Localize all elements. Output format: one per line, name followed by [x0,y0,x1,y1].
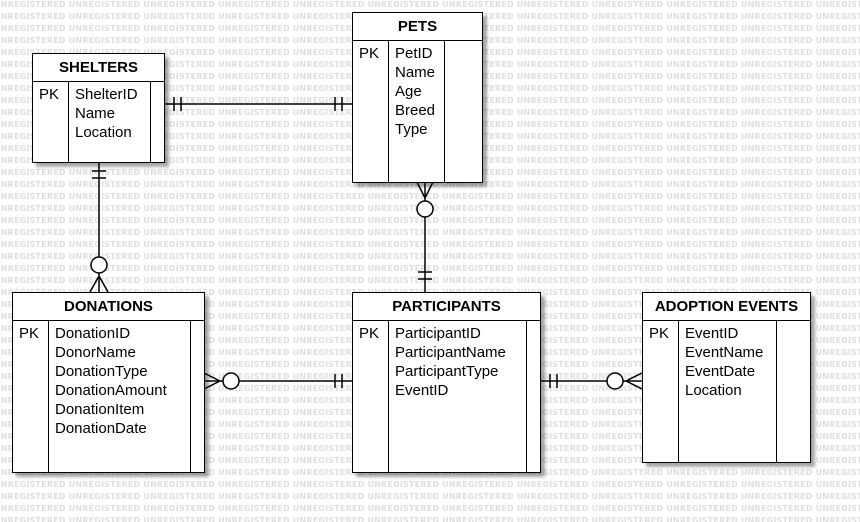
entity-divider [776,321,810,462]
entity-title: PETS [353,13,482,41]
pk-label: PK [13,321,49,472]
attribute: PetID [395,45,433,62]
entity-title: DONATIONS [13,293,204,321]
attribute: ShelterID [75,86,138,103]
entity-title: PARTICIPANTS [353,293,540,321]
entity-shelters[interactable]: SHELTERS PK ShelterID Name Location [32,53,165,163]
attribute-list: ShelterID Name Location [69,82,138,162]
entity-divider [190,321,204,472]
attribute: EventName [685,344,764,361]
attribute: DonationID [55,325,131,342]
pk-label: PK [353,321,389,472]
attribute-list: ParticipantID ParticipantName Participan… [389,321,506,472]
relationship-shelters-pets[interactable] [164,97,352,111]
attribute: Age [395,83,422,100]
attribute: EventDate [685,363,756,380]
attribute: Name [75,105,116,122]
pk-label: PK [33,82,69,162]
attribute: EventID [685,325,739,342]
attribute: DonationAmount [55,382,167,399]
attribute: DonationItem [55,401,145,418]
attribute-list: PetID Name Age Breed Type [389,41,435,182]
relationship-participants-adoption-events[interactable] [540,372,643,390]
entity-donations[interactable]: DONATIONS PK DonationID DonorName Donati… [12,292,205,473]
attribute: ParticipantID [395,325,481,342]
attribute: Name [395,64,436,81]
relationship-pets-participants[interactable] [416,181,434,292]
attribute: Breed [395,102,436,119]
entity-adoption-events[interactable]: ADOPTION EVENTS PK EventID EventName Eve… [642,292,811,463]
entity-title: SHELTERS [33,54,164,82]
relationship-donations-participants[interactable] [203,372,352,390]
attribute: Type [395,121,428,138]
attribute: EventID [395,382,449,399]
entity-title: ADOPTION EVENTS [643,293,810,321]
attribute: Location [685,382,742,399]
attribute: DonorName [55,344,136,361]
attribute: DonationType [55,363,148,380]
relationship-shelters-donations[interactable] [89,162,109,293]
attribute: DonationDate [55,420,147,437]
pk-label: PK [353,41,389,182]
entity-divider [150,82,164,162]
attribute-list: DonationID DonorName DonationType Donati… [49,321,167,472]
attribute: Location [75,124,132,141]
attribute: ParticipantName [395,344,506,361]
entity-participants[interactable]: PARTICIPANTS PK ParticipantID Participan… [352,292,541,473]
attribute: ParticipantType [395,363,499,380]
entity-pets[interactable]: PETS PK PetID Name Age Breed Type [352,12,483,183]
entity-divider [444,41,482,182]
attribute-list: EventID EventName EventDate Location [679,321,763,462]
pk-label: PK [643,321,679,462]
entity-divider [526,321,540,472]
